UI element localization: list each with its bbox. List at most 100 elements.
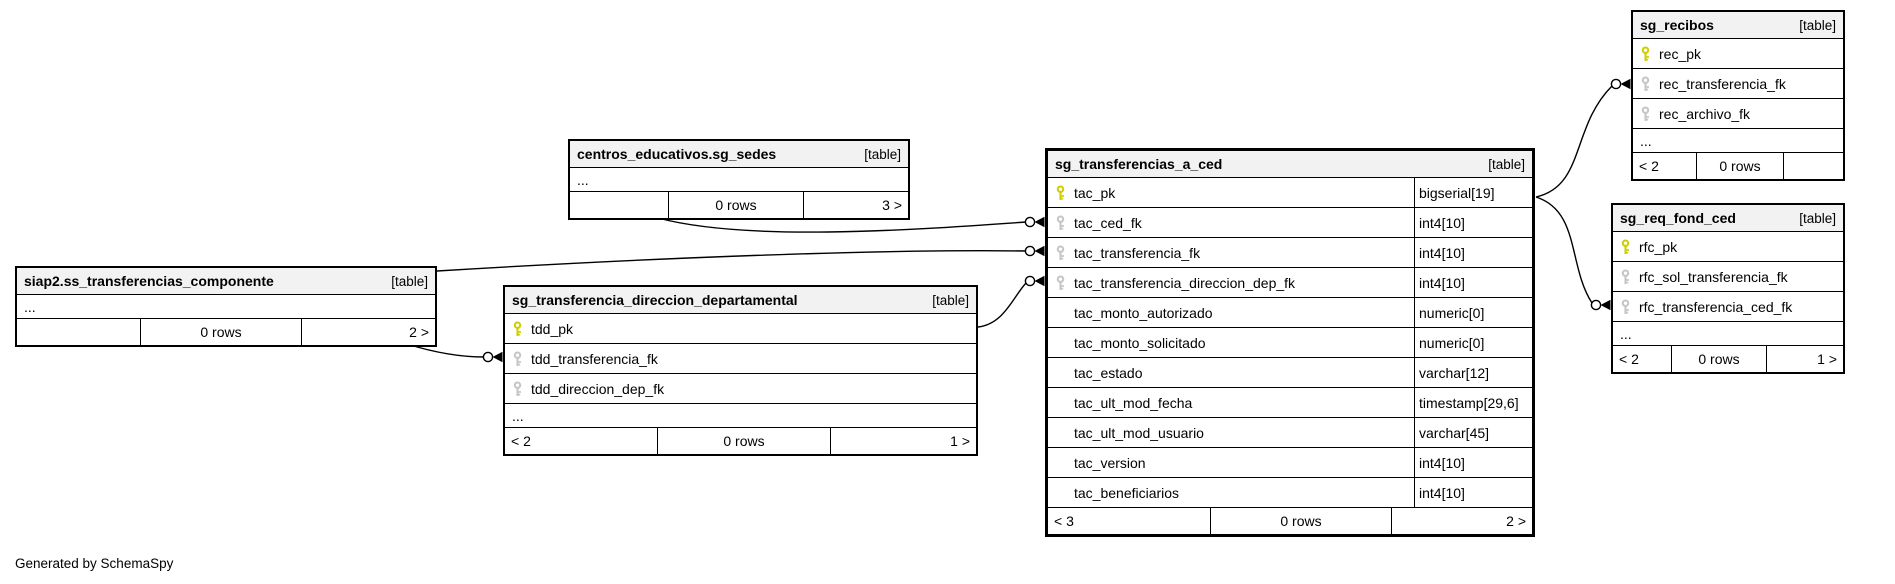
column-name: rfc_pk (1639, 238, 1678, 255)
column-type: numeric[0] (1414, 298, 1532, 327)
relationship-tac_pk-to-rfc_transferencia_ced_fk (1535, 196, 1611, 311)
column-name: tdd_transferencia_fk (531, 350, 658, 367)
key-icon-slot (1048, 274, 1074, 291)
footer-row-count: 0 rows (1210, 508, 1391, 534)
column-row: tdd_transferencia_fk (505, 344, 976, 374)
key-icon-slot (1613, 268, 1639, 285)
column-type: varchar[45] (1414, 418, 1532, 447)
relationship-tdd_pk-to-tac_transferencia_direccion_dep_fk (977, 275, 1045, 328)
footer-row-count: 0 rows (657, 428, 830, 454)
column-name: tac_ult_mod_usuario (1074, 424, 1204, 441)
table-title[interactable]: sg_transferencias_a_ced (1055, 156, 1223, 172)
hidden-columns-ellipsis: ... (1633, 129, 1843, 153)
key-icon-slot (1048, 184, 1074, 201)
column-name: tac_transferencia_fk (1074, 244, 1201, 261)
column-row: tac_pk bigserial[19] (1048, 178, 1532, 208)
column-name: tac_ced_fk (1074, 214, 1142, 231)
foreign-key-icon (1056, 244, 1065, 260)
foreign-key-icon (1056, 214, 1065, 230)
column-name: tdd_direccion_dep_fk (531, 380, 665, 397)
column-row: rec_archivo_fk (1633, 99, 1843, 129)
footer-related-right: 1 > (1766, 346, 1843, 372)
table-node-sg_recibos[interactable]: sg_recibos [table] rec_pk rec_transferencia… (1631, 10, 1845, 181)
table-title[interactable]: sg_req_fond_ced (1620, 210, 1736, 226)
column-name: rec_pk (1659, 45, 1702, 62)
foreign-key-icon (1641, 105, 1650, 121)
column-row: tdd_direccion_dep_fk (505, 374, 976, 404)
key-icon-slot (1048, 214, 1074, 231)
footer-row-count: 0 rows (1696, 153, 1783, 179)
column-row: tac_ced_fk int4[10] (1048, 208, 1532, 238)
table-type-tag: [table] (1799, 17, 1836, 33)
column-name: tac_ult_mod_fecha (1074, 394, 1193, 411)
table-title[interactable]: sg_recibos (1640, 17, 1714, 33)
column-type: int4[10] (1414, 448, 1532, 477)
primary-key-icon (513, 320, 522, 336)
key-icon-slot (1633, 75, 1659, 92)
column-name: tac_beneficiarios (1074, 484, 1180, 501)
column-type: int4[10] (1414, 238, 1532, 267)
foreign-key-icon (1641, 75, 1650, 91)
table-type-tag: [table] (391, 273, 428, 289)
table-node-sg_transferencia_direccion_departamental[interactable]: sg_transferencia_direccion_departamental… (503, 285, 978, 456)
key-icon-slot (505, 350, 531, 367)
footer-row-count: 0 rows (140, 319, 301, 345)
table-header: sg_req_fond_ced [table] (1613, 205, 1843, 232)
column-name: tac_estado (1074, 364, 1143, 381)
table-title[interactable]: sg_transferencia_direccion_departamental (512, 292, 798, 308)
crow-foot-arrow-icon (492, 351, 503, 363)
zero-or-many-circle-icon (1024, 245, 1036, 257)
zero-or-many-circle-icon (1590, 299, 1602, 311)
generated-by-note: Generated by SchemaSpy (15, 556, 174, 571)
table-type-tag: [table] (932, 292, 969, 308)
footer-row-count: 0 rows (668, 192, 803, 218)
zero-or-many-circle-icon (1024, 275, 1036, 287)
column-type: int4[10] (1414, 208, 1532, 237)
relationship-componente-to-tac_transferencia_fk (436, 245, 1045, 272)
relationship-sg_sedes-to-tac_ced_fk (657, 216, 1045, 233)
key-icon-slot (1613, 238, 1639, 255)
crow-foot-arrow-icon (1620, 78, 1631, 90)
column-row: rfc_transferencia_ced_fk (1613, 292, 1843, 322)
table-title[interactable]: siap2.ss_transferencias_componente (24, 273, 274, 289)
column-row: tac_monto_autorizado numeric[0] (1048, 298, 1532, 328)
column-type: int4[10] (1414, 478, 1532, 507)
zero-or-many-circle-icon (482, 351, 494, 363)
column-type: bigserial[19] (1414, 178, 1532, 207)
column-row: rec_pk (1633, 39, 1843, 69)
column-row: rec_transferencia_fk (1633, 69, 1843, 99)
key-icon-slot (1633, 105, 1659, 122)
column-name: tdd_pk (531, 320, 574, 337)
footer-related-left (570, 192, 668, 218)
table-header: sg_transferencias_a_ced[table] (1048, 151, 1532, 178)
crow-foot-arrow-icon (1034, 245, 1045, 257)
table-title[interactable]: centros_educativos.sg_sedes (577, 146, 777, 162)
column-name: rec_transferencia_fk (1659, 75, 1786, 92)
zero-or-many-circle-icon (1024, 216, 1036, 228)
crow-foot-arrow-icon (1034, 216, 1045, 228)
table-node-sg_sedes[interactable]: centros_educativos.sg_sedes[table]...0 r… (568, 139, 910, 220)
footer-related-left: < 2 (1619, 351, 1639, 367)
column-name: tac_monto_autorizado (1074, 304, 1213, 321)
table-node-sg_transferencias_a_ced[interactable]: sg_transferencias_a_ced[table] tac_pk bigs… (1045, 148, 1535, 537)
relationship-tac_pk-to-rec_transferencia_fk (1535, 78, 1631, 198)
table-node-ss_transferencias_componente[interactable]: siap2.ss_transferencias_componente [table… (15, 266, 437, 347)
footer-row-count: 0 rows (1671, 346, 1766, 372)
column-name: rec_archivo_fk (1659, 105, 1751, 122)
table-type-tag: [table] (1799, 210, 1836, 226)
primary-key-icon (1056, 184, 1065, 200)
footer-related-left: < 2 (511, 433, 531, 449)
column-name: tac_pk (1074, 184, 1116, 201)
primary-key-icon (1621, 238, 1630, 254)
footer-related-left (17, 319, 140, 345)
footer-related-right: 1 > (830, 428, 976, 454)
